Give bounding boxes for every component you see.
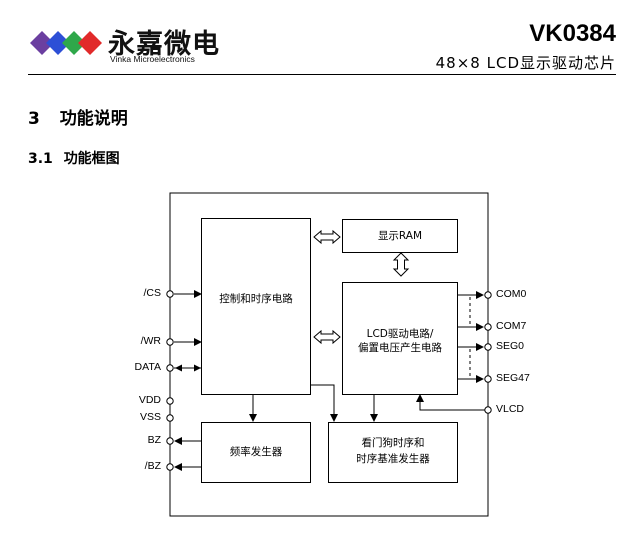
lcd-driver-block	[342, 282, 458, 395]
subsection-number: 3.1	[28, 151, 53, 167]
control-driver-double-arrow	[313, 329, 341, 345]
display-ram-label: 显示RAM	[377, 230, 423, 242]
pin-label-vdd: VDD	[138, 394, 161, 406]
pin-label-cs: /CS	[143, 287, 161, 299]
timer-block	[328, 422, 458, 483]
pin-vss-dot	[166, 414, 174, 422]
pin-label-seg47: SEG47	[496, 372, 530, 384]
header-divider	[28, 74, 616, 75]
pin-label-nbz: /BZ	[144, 460, 161, 472]
pin-seg0-dot	[484, 343, 492, 351]
subsection-title: 功能框图	[63, 151, 120, 167]
pin-wr-dot	[166, 338, 174, 346]
control-ram-double-arrow	[313, 229, 341, 245]
vlcd-line	[416, 394, 487, 411]
pin-label-vss: VSS	[139, 411, 161, 423]
pin-label-seg0: SEG0	[496, 340, 525, 352]
chip-outline	[169, 192, 489, 517]
lcd-driver-label-2: 偏置电压产生电路	[358, 342, 442, 354]
pin-label-com0: COM0	[496, 288, 527, 300]
section-number: 3	[28, 109, 40, 129]
data-arrow-in	[194, 364, 201, 372]
pin-com0-dot	[484, 291, 492, 299]
freq-gen-label: 频率发生器	[229, 446, 283, 458]
model-number: VK0384	[529, 20, 616, 47]
ram-driver-double-arrow	[392, 252, 410, 277]
header-subtitle: 48×8 LCD显示驱动芯片	[435, 54, 616, 72]
pin-vlcd-dot	[484, 406, 492, 414]
pin-label-com7: COM7	[496, 320, 527, 332]
pin-label-vlcd: VLCD	[496, 403, 525, 415]
control-timing-block	[201, 218, 311, 395]
pin-nbz-dot	[166, 463, 174, 471]
logo-chinese-name: 永嘉微电	[108, 29, 220, 60]
pin-seg47-dot	[484, 375, 492, 383]
control-to-timer-arrow	[310, 384, 338, 422]
pin-com7-dot	[484, 323, 492, 331]
control-timing-label: 控制和时序电路	[219, 293, 293, 305]
lcd-driver-label-1: LCD驱动电路/	[366, 328, 434, 340]
section-heading: 3 功能说明	[28, 104, 128, 129]
vinka-logo-icon	[30, 31, 102, 55]
pin-data-dot	[166, 364, 174, 372]
display-ram-block	[342, 219, 458, 253]
data-arrow-out	[175, 364, 182, 372]
logo-english-name: Vinka Microelectronics	[110, 54, 195, 64]
pin-cs-dot	[166, 290, 174, 298]
freq-gen-block	[201, 422, 311, 483]
section-title: 功能说明	[59, 109, 128, 129]
pin-label-bz: BZ	[147, 434, 161, 446]
pin-label-data: DATA	[134, 361, 161, 373]
pin-vdd-dot	[166, 397, 174, 405]
pin-label-wr: /WR	[140, 335, 161, 347]
timer-label-2: 时序基准发生器	[356, 453, 430, 465]
subsection-heading: 3.1 功能框图	[28, 148, 120, 168]
pin-bz-dot	[166, 437, 174, 445]
timer-label-1: 看门狗时序和	[361, 437, 425, 449]
